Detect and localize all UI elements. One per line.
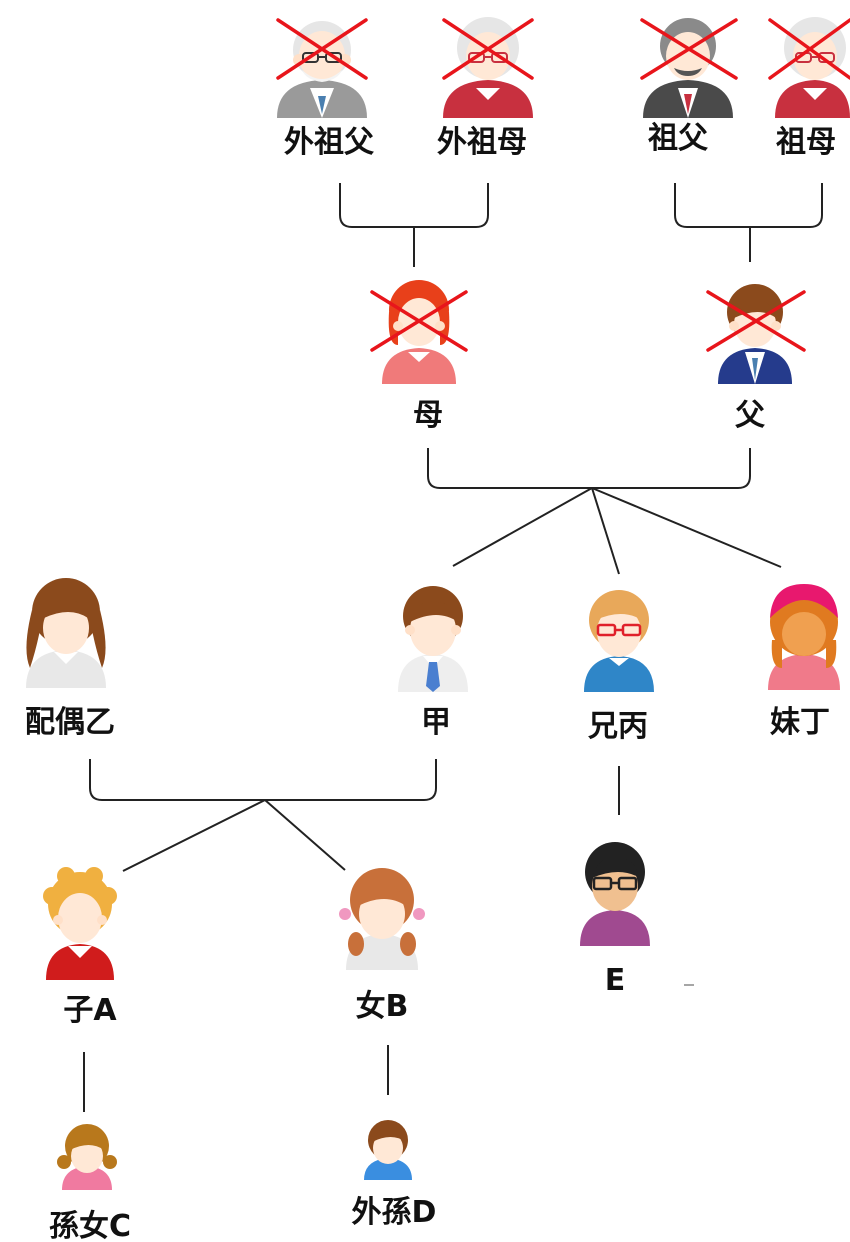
connector-paternal-grandparents xyxy=(674,183,823,228)
person-label: 外祖母 xyxy=(437,125,527,160)
girl-braids-icon xyxy=(339,868,425,970)
connector-lines xyxy=(83,183,823,1112)
person-label: 妹丁 xyxy=(770,705,830,740)
boy-curly-hair-icon xyxy=(43,867,117,980)
person-label: 甲 xyxy=(421,705,451,740)
person-father[interactable]: 父 xyxy=(706,284,806,433)
connector-to-jia xyxy=(452,487,593,567)
deceased-cross-icon xyxy=(442,18,534,80)
man-glasses-blonde-icon xyxy=(584,590,654,692)
person-sister-ding[interactable]: 妹丁 xyxy=(768,584,840,740)
woman-red-hair-icon xyxy=(382,280,456,384)
woman-glasses-purple-icon xyxy=(580,842,650,946)
person-label: E xyxy=(605,963,626,998)
person-paternal-grandfather[interactable]: 祖父 xyxy=(640,18,738,156)
person-jia[interactable]: 甲 xyxy=(398,586,468,740)
woman-long-hair-icon xyxy=(26,578,106,688)
man-tie-icon xyxy=(398,586,468,692)
person-label: 配偶乙 xyxy=(25,705,115,740)
person-maternal-grandmother[interactable]: 外祖母 xyxy=(437,17,534,160)
person-label: 母 xyxy=(413,398,443,433)
person-grandson-d[interactable]: 外孫D xyxy=(352,1120,437,1230)
deceased-cross-icon xyxy=(768,18,850,80)
person-son-a[interactable]: 子A xyxy=(43,867,117,1028)
person-mother[interactable]: 母 xyxy=(370,280,468,433)
elderly-woman-glasses-icon xyxy=(443,17,533,118)
person-label: 孫女C xyxy=(49,1209,131,1242)
person-label: 祖母 xyxy=(776,125,836,160)
connector-to-sister-ding xyxy=(591,487,782,568)
person-label: 外孫D xyxy=(352,1195,437,1230)
person-label: 女B xyxy=(356,989,409,1024)
connector-jia-spouse xyxy=(89,759,437,801)
person-brother-bing[interactable]: 兄丙 xyxy=(584,590,654,744)
person-maternal-grandfather[interactable]: 外祖父 xyxy=(276,18,374,160)
person-label: 兄丙 xyxy=(588,709,648,744)
person-label: 外祖父 xyxy=(284,125,374,160)
deceased-cross-icon xyxy=(640,18,738,80)
person-spouse-yi[interactable]: 配偶乙 xyxy=(25,578,115,740)
person-e[interactable]: E xyxy=(580,842,650,998)
little-girl-icon xyxy=(57,1124,117,1190)
deceased-cross-icon xyxy=(276,18,368,80)
little-boy-icon xyxy=(364,1120,412,1180)
woman-pink-hat-icon xyxy=(768,584,840,690)
deceased-cross-icon xyxy=(370,290,468,352)
person-label: 祖父 xyxy=(648,121,708,156)
person-granddaughter-c[interactable]: 孫女C xyxy=(49,1124,131,1242)
person-label: 父 xyxy=(735,398,765,433)
connector-to-brother-bing xyxy=(591,487,620,575)
person-paternal-grandmother[interactable]: 祖母 xyxy=(768,17,850,160)
deceased-cross-icon xyxy=(706,290,806,352)
man-navy-suit-icon xyxy=(718,284,792,384)
person-daughter-b[interactable]: 女B xyxy=(339,868,425,1024)
connector-maternal-grandparents xyxy=(339,183,489,228)
connector-parents xyxy=(427,448,751,489)
person-label: 子A xyxy=(63,993,117,1028)
connector-to-daughter-b xyxy=(264,799,346,871)
connector-to-son-a xyxy=(122,799,266,872)
